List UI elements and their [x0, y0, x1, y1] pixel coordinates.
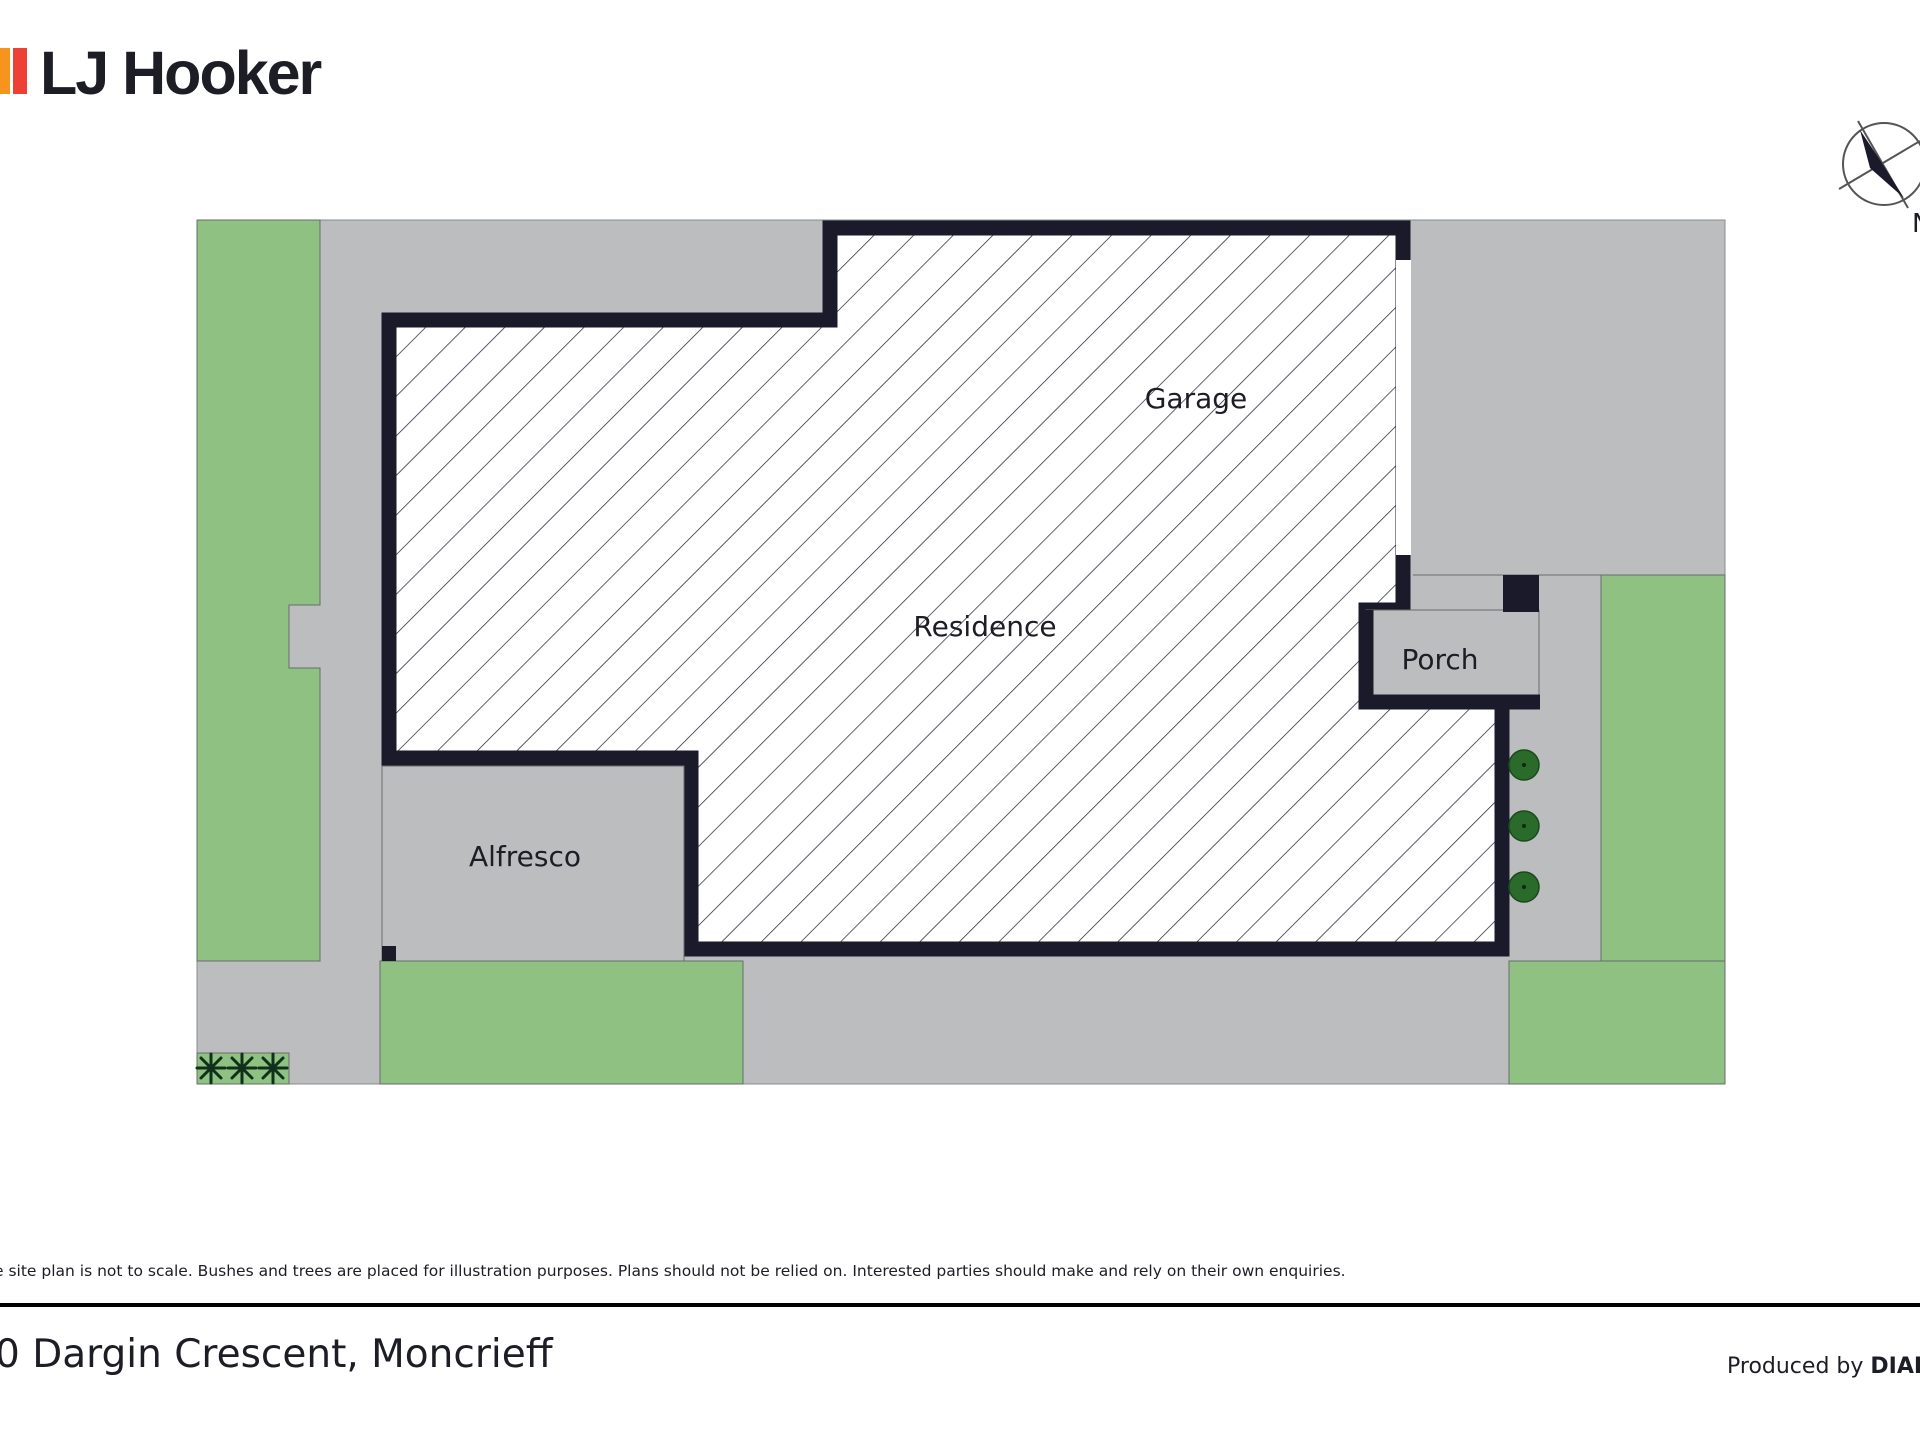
- produced-by: Produced by DIAKR: [1727, 1352, 1920, 1382]
- logo-stripe-orange: [0, 48, 10, 94]
- garage-door-opening: [1396, 260, 1411, 555]
- porch-slab: [1365, 609, 1540, 703]
- bush-icon: [195, 1052, 227, 1085]
- producer-brand: DIAKR: [1870, 1354, 1920, 1379]
- lawn-south: [379, 960, 744, 1085]
- footer-divider: [0, 1303, 1920, 1307]
- disclaimer-text: e site plan is not to scale. Bushes and …: [0, 1262, 1346, 1280]
- bush-icon: [257, 1052, 289, 1085]
- logo-stripes: [0, 48, 27, 94]
- tree-icon: [1508, 749, 1540, 781]
- lawn-west: [196, 219, 321, 962]
- bush-icon: [226, 1052, 258, 1085]
- label-alfresco: Alfresco: [469, 840, 581, 873]
- lawn-east: [1600, 574, 1726, 962]
- label-residence: Residence: [913, 610, 1056, 643]
- compass-letter: N: [1912, 209, 1920, 239]
- logo-stripe-red: [13, 48, 27, 94]
- porch-post: [1503, 575, 1539, 612]
- north-compass-icon: N: [1838, 120, 1920, 239]
- tree-icon: [1508, 810, 1540, 842]
- alfresco-slab: [381, 765, 685, 962]
- label-garage: Garage: [1145, 382, 1248, 415]
- property-address: 0 Dargin Crescent, Moncrieff: [0, 1332, 553, 1377]
- tree-icon: [1508, 871, 1540, 903]
- brand-name: LJ Hooker: [40, 39, 322, 107]
- alfresco-post: [382, 946, 396, 961]
- produced-by-prefix: Produced by: [1727, 1354, 1864, 1379]
- lawn-southeast: [1508, 960, 1726, 1085]
- label-porch: Porch: [1401, 643, 1478, 676]
- porch-wall: [1358, 610, 1540, 710]
